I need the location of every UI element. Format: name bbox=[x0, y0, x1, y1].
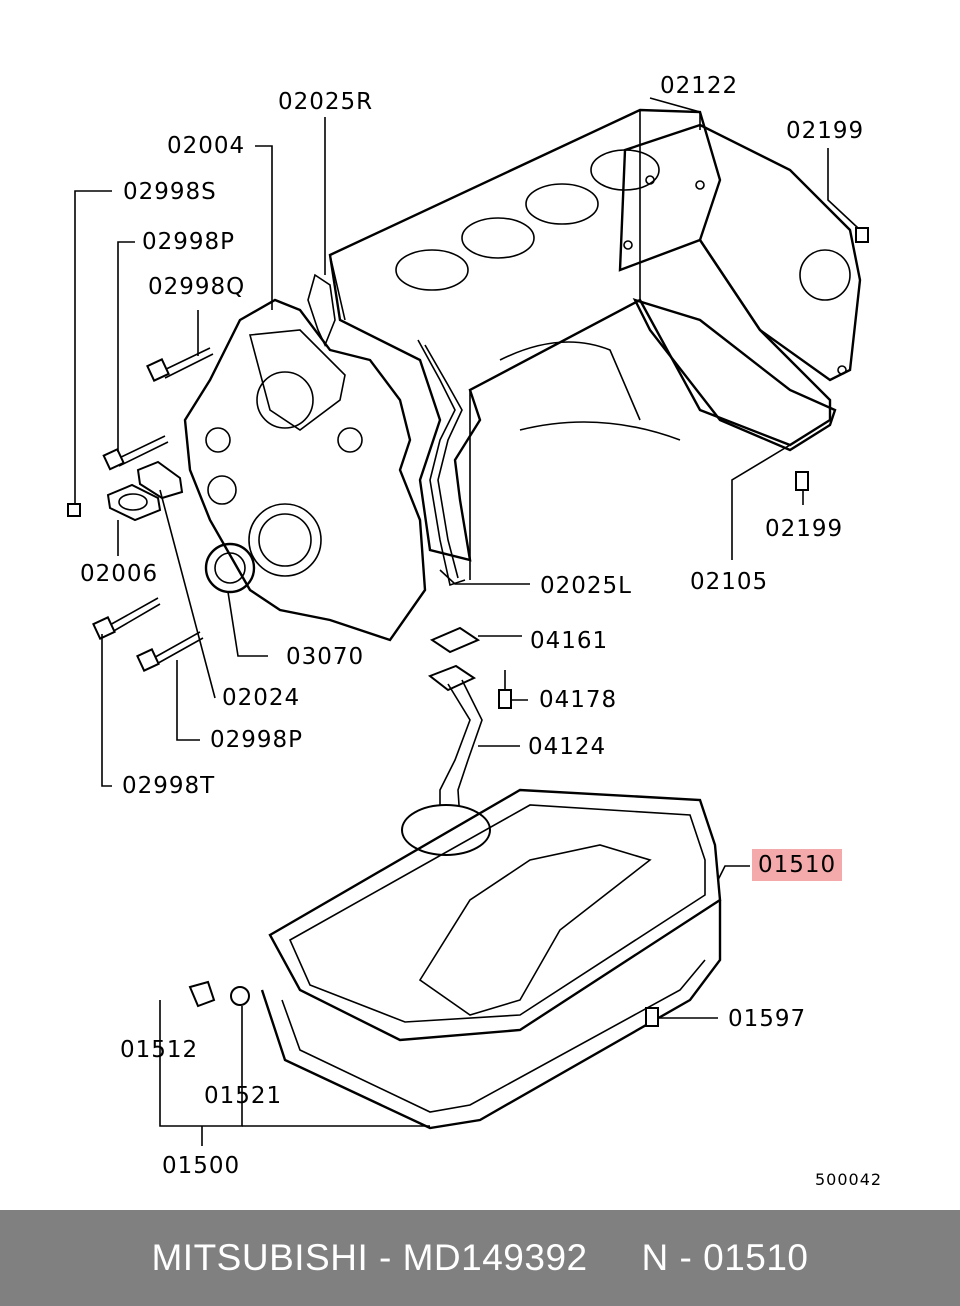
callout-01597: 01597 bbox=[728, 1006, 807, 1032]
callout-04161: 04161 bbox=[530, 628, 609, 654]
leader-lines bbox=[74, 97, 859, 1146]
part-number-caption: MITSUBISHI - MD149392 N - 01510 bbox=[151, 1237, 809, 1278]
callout-04178: 04178 bbox=[539, 687, 618, 713]
callout-02998S: 02998S bbox=[123, 179, 217, 205]
callout-02998P-bottom: 02998P bbox=[210, 727, 304, 753]
engine-exploded-view bbox=[67, 97, 869, 1146]
callout-02998T: 02998T bbox=[122, 773, 216, 799]
diagram-reference-number: 500042 bbox=[815, 1170, 883, 1189]
callout-01510-highlighted: 01510 bbox=[752, 849, 843, 881]
callout-02199-top: 02199 bbox=[786, 118, 865, 144]
callout-02025L: 02025L bbox=[540, 573, 632, 599]
oil-strainer-drawing bbox=[401, 626, 512, 856]
engine-block-drawing bbox=[328, 108, 862, 587]
callout-02105: 02105 bbox=[690, 569, 769, 595]
part-info-footer: MITSUBISHI - MD149392 N - 01510 bbox=[0, 1210, 960, 1306]
oil-pan-drawing bbox=[188, 788, 722, 1130]
callout-04124: 04124 bbox=[528, 734, 607, 760]
callout-02025R: 02025R bbox=[278, 89, 374, 115]
callout-02006: 02006 bbox=[80, 561, 159, 587]
callout-03070: 03070 bbox=[286, 644, 365, 670]
callout-02199-mid: 02199 bbox=[765, 516, 844, 542]
callout-02004: 02004 bbox=[167, 133, 246, 159]
callout-01512: 01512 bbox=[120, 1037, 199, 1063]
parts-diagram: 02025R 02004 02998S 02998P 02998Q 02006 … bbox=[67, 73, 883, 1189]
timing-cover-drawing bbox=[183, 273, 427, 642]
callout-02122: 02122 bbox=[660, 73, 739, 99]
callout-01500: 01500 bbox=[162, 1153, 241, 1179]
callout-02998P-top: 02998P bbox=[142, 229, 236, 255]
callout-02024: 02024 bbox=[222, 685, 301, 711]
fasteners-drawing bbox=[67, 227, 869, 672]
callout-02998Q: 02998Q bbox=[148, 274, 246, 300]
callout-01521: 01521 bbox=[204, 1083, 283, 1109]
